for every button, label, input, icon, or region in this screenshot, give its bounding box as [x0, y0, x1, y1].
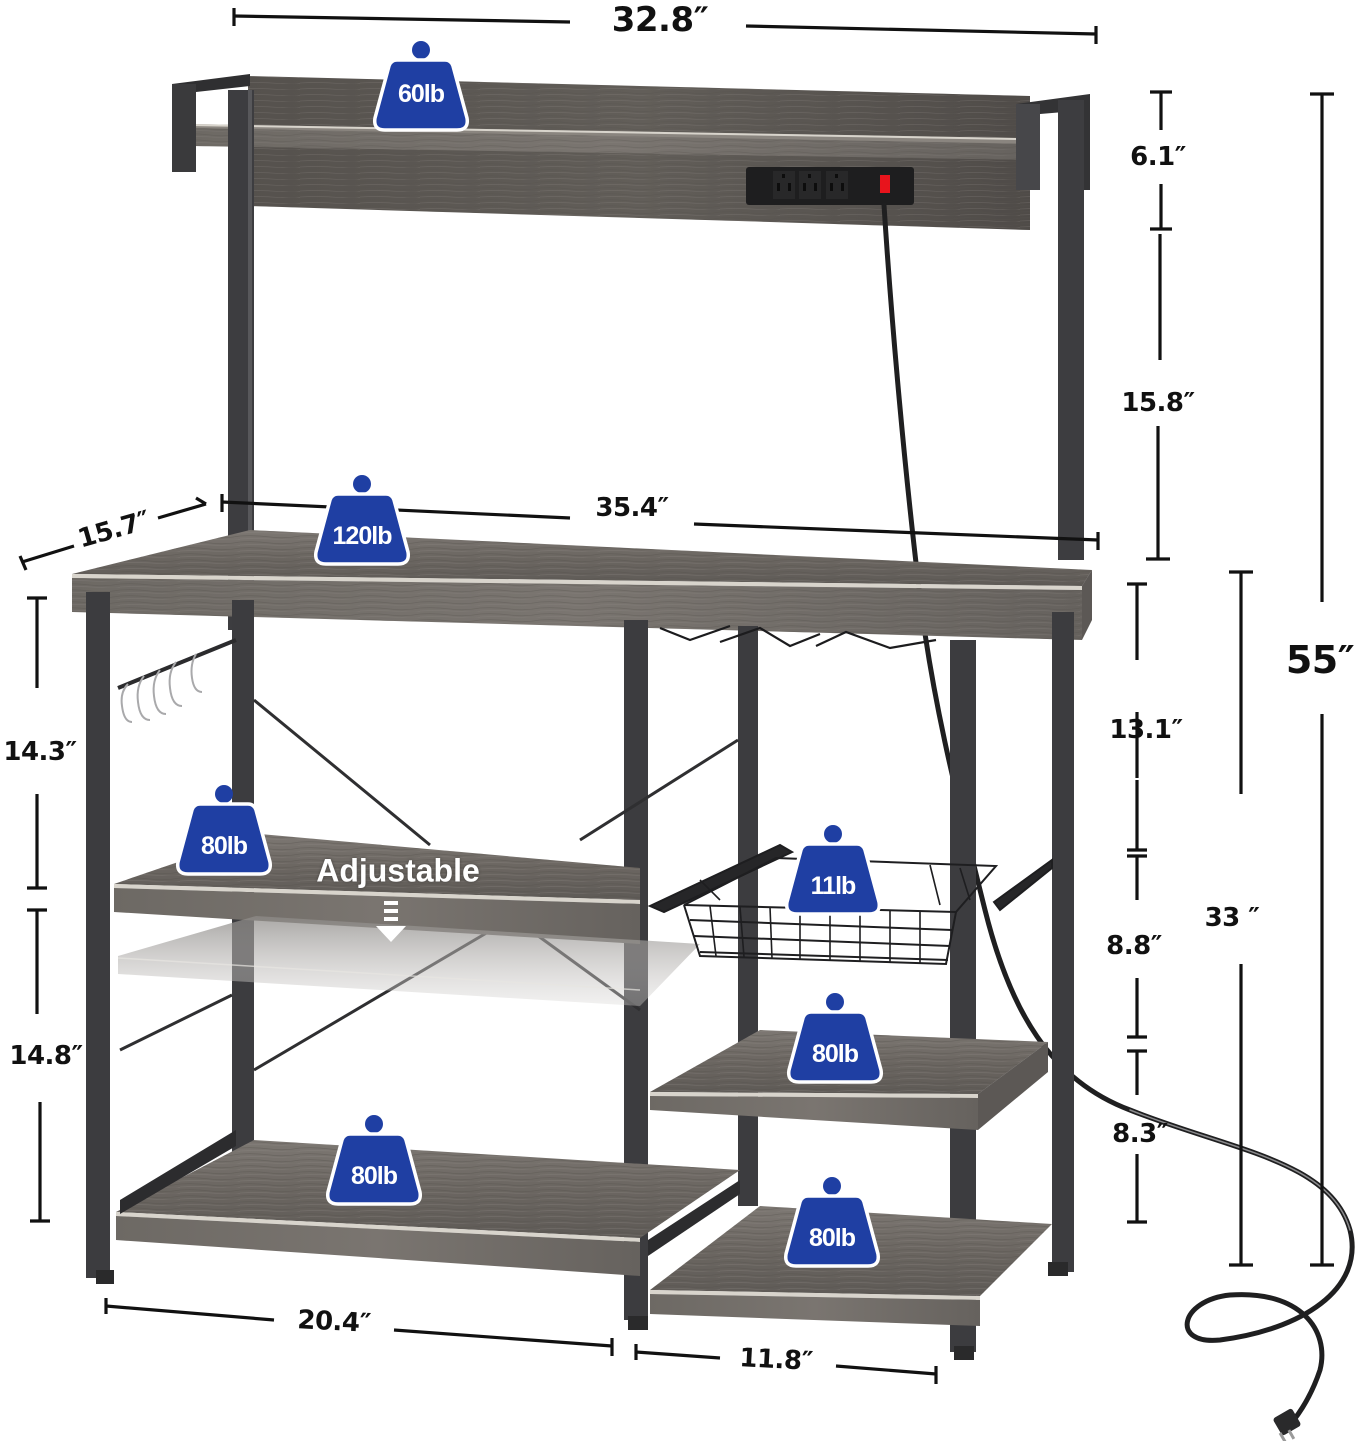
wire-basket [647, 843, 1053, 966]
power-switch [880, 175, 890, 193]
plug-icon [1273, 1408, 1301, 1441]
capacity-label: 60lb [397, 80, 445, 108]
down-arrow-icon [376, 901, 406, 942]
weight-icon [372, 41, 470, 132]
dimension-left-upper: 14.3″ [3, 737, 77, 767]
capacity-label: 120lb [332, 522, 393, 550]
weight-icon [786, 993, 884, 1084]
dimension-total-height: 55″ [1285, 638, 1355, 682]
weight-icon [325, 1115, 423, 1206]
power-strip [746, 167, 914, 205]
left-bottom-shelf [116, 1130, 740, 1276]
capacity-label: 11lb [810, 872, 857, 900]
capacity-label: 80lb [350, 1162, 398, 1190]
dimension-hutch-height: 6.1″ [1130, 142, 1186, 172]
capacity-label: 80lb [808, 1224, 856, 1252]
dimension-right-lower: 8.3″ [1112, 1119, 1168, 1149]
capacity-badge-right-middle-shelf: 80lb [785, 992, 885, 1086]
wine-glass-holder [659, 624, 937, 650]
dimension-right-basket: 8.8″ [1106, 931, 1162, 961]
adjustable-label: Adjustable [316, 852, 480, 889]
dimension-left-lower: 14.8″ [9, 1041, 83, 1071]
dimension-top-width: 32.8″ [611, 0, 709, 40]
capacity-label: 80lb [200, 832, 248, 860]
dimension-left-bay-width: 20.4″ [296, 1305, 372, 1339]
hutch [172, 74, 1090, 230]
capacity-label: 80lb [811, 1040, 859, 1068]
dimension-desk-height: 33 ″ [1204, 903, 1260, 933]
weight-icon [175, 785, 273, 876]
weight-icon [783, 1177, 881, 1268]
weight-icon [313, 475, 411, 566]
desktop-surface [72, 530, 1092, 640]
capacity-badge-basket: 11lb [783, 824, 883, 918]
capacity-badge-right-bottom-shelf: 80lb [782, 1176, 882, 1270]
dimension-desk-width: 35.4″ [595, 493, 669, 523]
capacity-badge-left-middle-shelf: 80lb [174, 784, 274, 878]
adjustable-shelf-ghost [117, 916, 700, 1006]
dimension-right-bay-width: 11.8″ [738, 1343, 814, 1377]
weight-icon [784, 825, 882, 916]
s-hooks [117, 638, 237, 723]
capacity-badge-hutch-shelf: 60lb [371, 40, 471, 134]
dimension-hutch-gap: 15.8″ [1121, 388, 1195, 418]
capacity-badge-desktop: 120lb [312, 474, 412, 568]
capacity-badge-left-bottom-shelf: 80lb [324, 1114, 424, 1208]
dimension-right-upper: 13.1″ [1109, 715, 1183, 745]
